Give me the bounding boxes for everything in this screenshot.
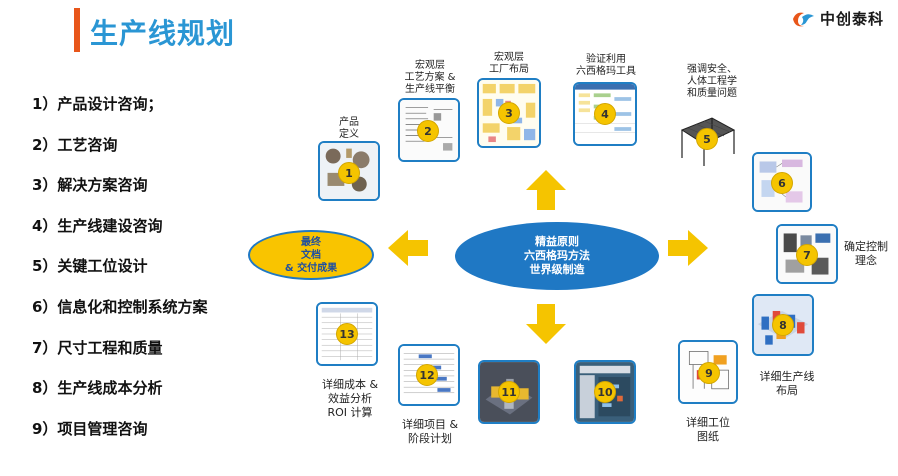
company-logo: 中创泰科 <box>790 8 884 29</box>
service-item: 2）工艺咨询 <box>32 135 118 154</box>
step-1-badge: 1 <box>338 162 360 184</box>
principle-world-class: 世界级制造 <box>529 263 585 276</box>
arrow-down-icon <box>526 304 566 344</box>
service-item: 3）解决方案咨询 <box>32 176 148 195</box>
title-accent-bar <box>74 8 80 52</box>
step-7-caption: 确定控制 理念 <box>844 240 888 267</box>
step-5-badge: 5 <box>696 128 718 150</box>
principle-lean: 精益原则 <box>535 235 579 248</box>
service-item: 7）尺寸工程和质量 <box>32 338 163 357</box>
step-5-caption: 强调安全、 人体工程学 和质量问题 <box>687 64 737 99</box>
step-9-badge: 9 <box>698 362 720 384</box>
step-1-thumbnail <box>318 141 380 201</box>
step-4-caption: 验证利用 六西格玛工具 <box>576 54 636 77</box>
core-principles-ellipse: 精益原则 六西格玛方法 世界级制造 <box>455 222 659 290</box>
logo-text: 中创泰科 <box>819 10 884 28</box>
step-3-caption: 宏观层 工厂布局 <box>489 52 529 75</box>
step-2-badge: 2 <box>417 120 439 142</box>
service-item: 1）产品设计咨询； <box>32 95 163 113</box>
step-13-badge: 13 <box>336 323 358 345</box>
step-13-caption: 详细成本 & 效益分析 ROI 计算 <box>321 378 379 419</box>
result-line-2: 文档 <box>301 249 321 261</box>
service-item: 9）项目管理咨询 <box>32 419 148 438</box>
step-1-caption: 产品 定义 <box>339 117 359 140</box>
step-11-badge: 11 <box>498 381 520 403</box>
step-7-badge: 7 <box>796 244 818 266</box>
step-2-caption: 宏观层 工艺方案 & 生产线平衡 <box>404 60 456 95</box>
arrow-right-icon <box>668 230 708 266</box>
step-4-badge: 4 <box>594 103 616 125</box>
page-title: 生产线规划 <box>90 17 236 50</box>
result-line-1: 最终 <box>301 236 321 248</box>
service-item: 4）生产线建设咨询 <box>32 216 163 235</box>
step-12-caption: 详细项目 & 阶段计划 <box>401 418 459 445</box>
logo-mark-icon <box>792 12 814 26</box>
step-4-thumbnail <box>573 82 637 146</box>
step-8-badge: 8 <box>772 314 794 336</box>
arrow-left-icon <box>388 230 428 266</box>
service-item: 8）生产线成本分析 <box>32 379 163 398</box>
step-6-badge: 6 <box>771 172 793 194</box>
step-10-badge: 10 <box>594 381 616 403</box>
service-item: 5）关键工位设计 <box>32 257 148 276</box>
step-12-badge: 12 <box>416 364 438 386</box>
final-deliverables-ellipse: 最终 文档 & 交付成果 <box>248 230 374 280</box>
service-item: 6）信息化和控制系统方案 <box>32 297 208 316</box>
step-9-caption: 详细工位 图纸 <box>686 416 730 443</box>
step-7-thumbnail <box>776 224 838 284</box>
step-3-badge: 3 <box>498 102 520 124</box>
service-list: 1）产品设计咨询； 2）工艺咨询 3）解决方案咨询 4）生产线建设咨询 5）关键… <box>32 92 272 457</box>
arrow-up-icon <box>526 170 566 210</box>
step-8-caption: 详细生产线 布局 <box>759 370 815 397</box>
result-line-3: & 交付成果 <box>284 262 338 274</box>
principle-six-sigma: 六西格玛方法 <box>524 249 590 262</box>
